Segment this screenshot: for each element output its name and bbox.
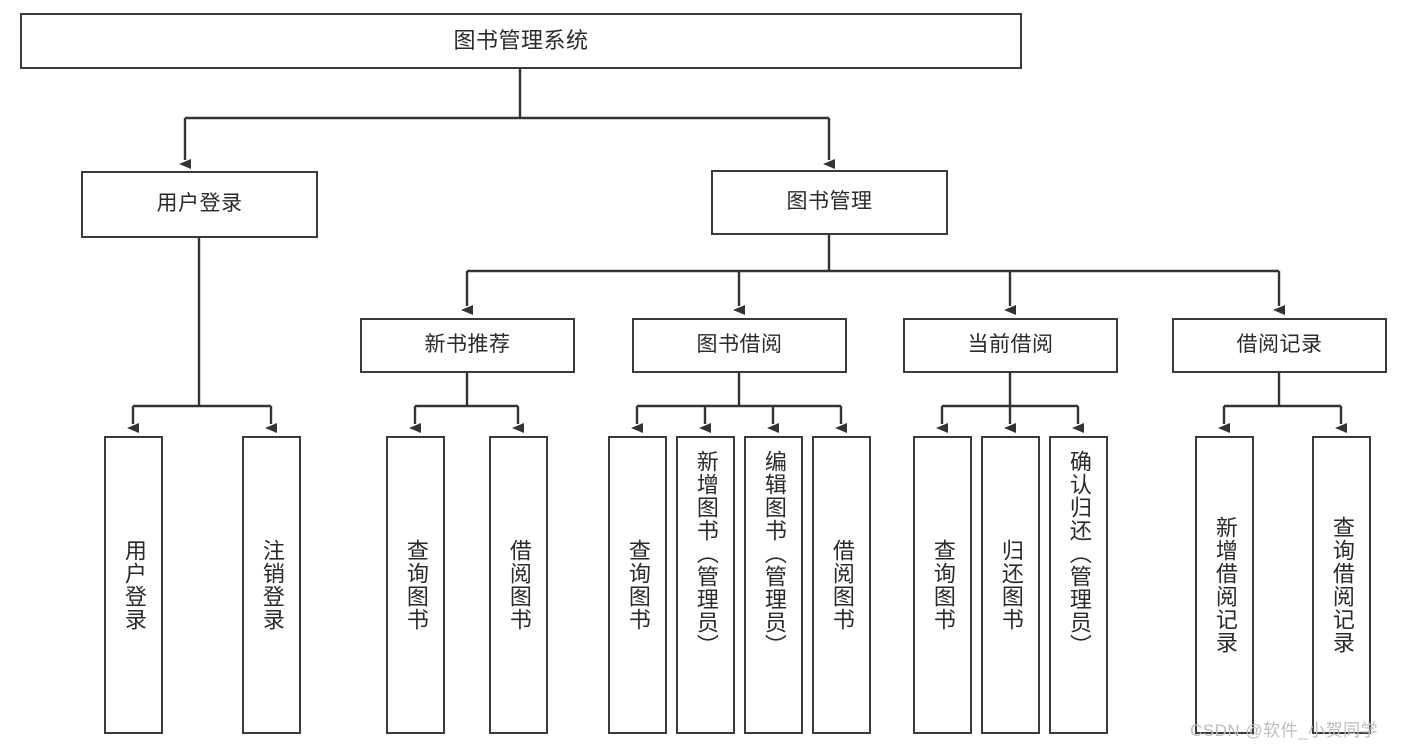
leaf-user-login-logout[interactable]: 注销登录 (242, 436, 301, 734)
node-borrow-record[interactable]: 借阅记录 (1172, 318, 1387, 373)
node-label: 新增借阅记录 (1212, 516, 1238, 654)
leaf-new-book-query[interactable]: 查询图书 (386, 436, 445, 734)
node-label: 确认归还（管理员） (1066, 450, 1092, 657)
leaf-book-borrow-add[interactable]: 新增图书（管理员） (676, 436, 735, 734)
node-current-borrow[interactable]: 当前借阅 (903, 318, 1118, 373)
leaf-book-borrow-edit[interactable]: 编辑图书（管理员） (744, 436, 803, 734)
leaf-book-borrow-borrow[interactable]: 借阅图书 (812, 436, 871, 734)
node-book-borrow[interactable]: 图书借阅 (632, 318, 847, 373)
leaf-new-book-borrow[interactable]: 借阅图书 (489, 436, 548, 734)
node-user-login[interactable]: 用户登录 (81, 171, 318, 238)
node-label: 查询借阅记录 (1329, 516, 1355, 654)
node-label: 新书推荐 (424, 333, 511, 357)
node-label: 新增图书（管理员） (693, 450, 719, 657)
leaf-current-borrow-query[interactable]: 查询图书 (913, 436, 972, 734)
leaf-borrow-record-add[interactable]: 新增借阅记录 (1195, 436, 1254, 734)
node-label: 借阅记录 (1236, 333, 1323, 357)
leaf-borrow-record-query[interactable]: 查询借阅记录 (1312, 436, 1371, 734)
node-label: 图书借阅 (696, 333, 783, 357)
node-label: 借阅图书 (829, 539, 855, 631)
node-new-book-recommend[interactable]: 新书推荐 (360, 318, 575, 373)
leaf-book-borrow-query[interactable]: 查询图书 (608, 436, 667, 734)
node-label: 图书管理系统 (453, 28, 589, 54)
watermark-text: CSDN @软件_小贺同学 (1190, 721, 1379, 740)
node-label: 注销登录 (259, 539, 285, 631)
node-label: 归还图书 (998, 539, 1024, 631)
node-label: 图书管理 (786, 190, 873, 214)
leaf-user-login-login[interactable]: 用户登录 (104, 436, 163, 734)
node-label: 用户登录 (121, 539, 147, 631)
leaf-current-borrow-confirm-return[interactable]: 确认归还（管理员） (1049, 436, 1108, 734)
node-label: 查询图书 (930, 539, 956, 631)
node-root-system[interactable]: 图书管理系统 (20, 13, 1022, 69)
node-label: 用户登录 (156, 192, 243, 216)
node-label: 编辑图书（管理员） (761, 450, 787, 657)
node-book-manage[interactable]: 图书管理 (711, 170, 948, 235)
node-label: 查询图书 (625, 539, 651, 631)
node-label: 查询图书 (403, 539, 429, 631)
leaf-current-borrow-return[interactable]: 归还图书 (981, 436, 1040, 734)
node-label: 当前借阅 (967, 333, 1054, 357)
node-label: 借阅图书 (506, 539, 532, 631)
